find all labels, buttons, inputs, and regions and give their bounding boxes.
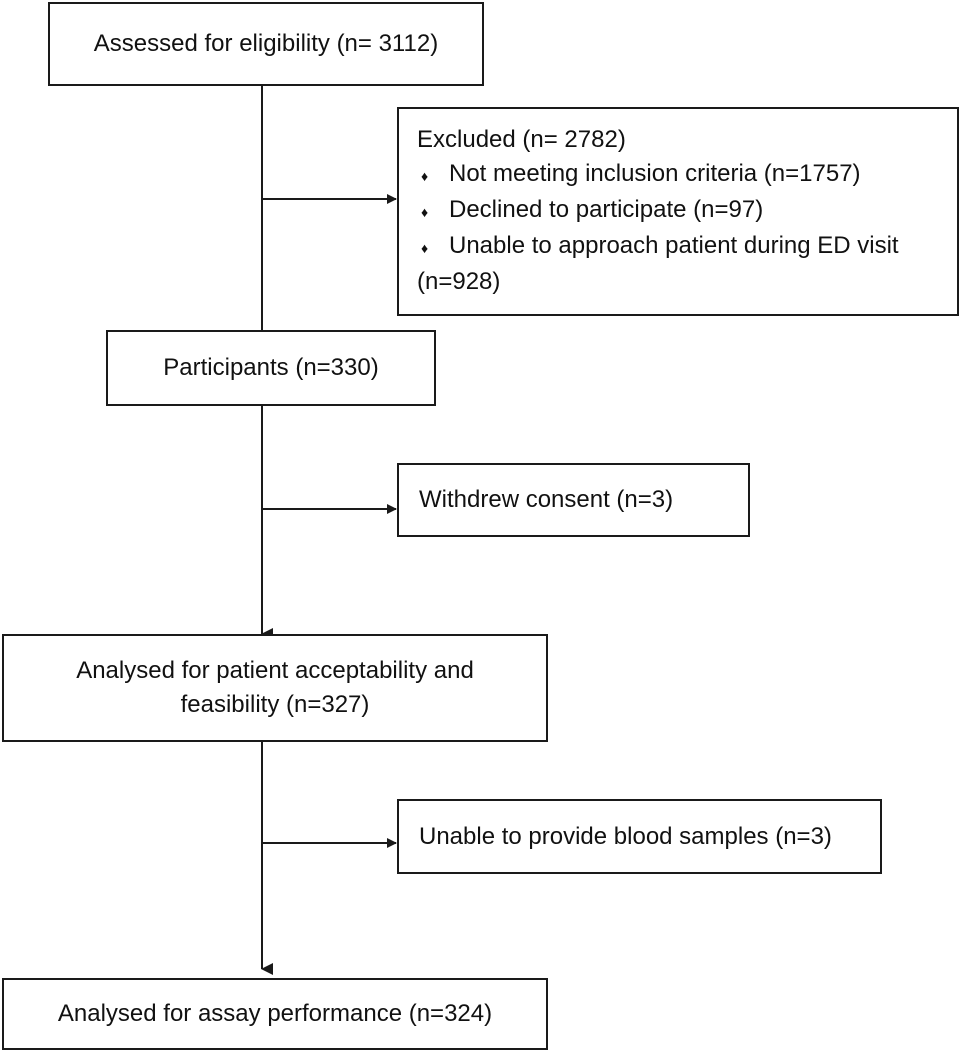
analysed-acceptability-line2: feasibility (n=327) [180, 691, 370, 718]
assessed-label: Assessed for eligibility (n= 3112) [93, 30, 439, 57]
excluded-item: ♦ Unable to approach patient during ED v… [417, 229, 939, 265]
withdrew-box: Withdrew consent (n=3) [397, 463, 750, 537]
unable-blood-label: Unable to provide blood samples (n=3) [419, 822, 832, 850]
excluded-title: Excluded (n= 2782) [417, 126, 626, 153]
participants-label: Participants (n=330) [163, 354, 379, 381]
withdrew-label: Withdrew consent (n=3) [419, 486, 674, 513]
excluded-item-label: Unable to approach patient during ED vis… [449, 232, 899, 259]
analysed-assay-label: Analysed for assay performance (n=324) [57, 1000, 493, 1027]
unable-blood-box: Unable to provide blood samples (n=3) [397, 799, 882, 874]
excluded-box: Excluded (n= 2782) ♦ Not meeting inclusi… [397, 107, 959, 316]
bullet-diamond-icon: ♦ [421, 168, 429, 184]
analysed-assay-box: Analysed for assay performance (n=324) [2, 978, 548, 1050]
bullet-diamond-icon: ♦ [421, 240, 429, 256]
bullet-diamond-icon: ♦ [421, 204, 429, 220]
excluded-item-label: Declined to participate (n=97) [449, 196, 764, 223]
excluded-item: ♦ Not meeting inclusion criteria (n=1757… [417, 157, 939, 193]
excluded-item: ♦ Declined to participate (n=97) [417, 193, 939, 229]
excluded-item-label: Not meeting inclusion criteria (n=1757) [449, 160, 861, 187]
analysed-acceptability-box: Analysed for patient acceptability and f… [2, 634, 548, 742]
analysed-acceptability-line1: Analysed for patient acceptability and [76, 657, 474, 684]
participants-box: Participants (n=330) [106, 330, 436, 406]
assessed-box: Assessed for eligibility (n= 3112) [48, 2, 484, 86]
excluded-item-continuation: (n=928) [417, 268, 501, 295]
